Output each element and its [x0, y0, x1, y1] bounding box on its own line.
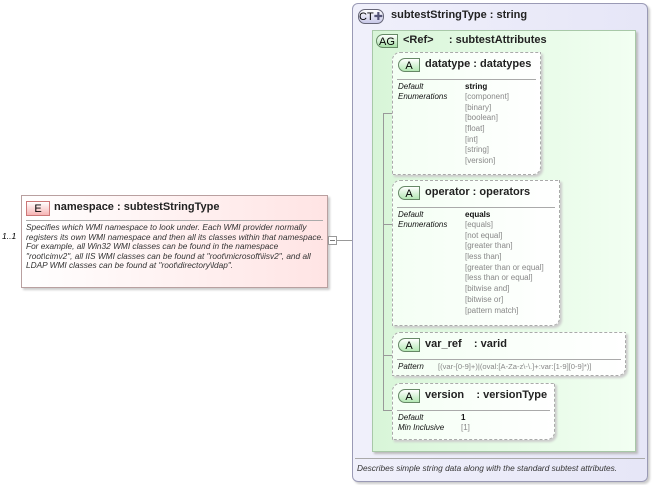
tree-branch: [383, 355, 392, 356]
plus-icon: ✚: [373, 11, 383, 23]
default-label: Default: [398, 413, 424, 422]
attribute-group-title: <Ref> : subtestAttributes: [403, 34, 547, 46]
enum-value: [binary]: [465, 102, 492, 112]
complex-type-description: Describes simple string data along with …: [357, 463, 618, 473]
pattern-label: Pattern: [398, 362, 424, 371]
enum-value: [int]: [465, 134, 478, 144]
divider: [397, 359, 621, 360]
element-title: namespace : subtestStringType: [54, 201, 220, 213]
enum-value: [boolean]: [465, 113, 498, 123]
element-namespace[interactable]: E namespace : subtestStringType Specifie…: [21, 195, 328, 288]
attribute-version[interactable]: A version : versionType Default Min Incl…: [392, 383, 555, 440]
divider: [397, 410, 550, 411]
enum-value: [pattern match]: [465, 305, 519, 315]
attribute-var-ref[interactable]: A var_ref : varid Pattern [(var-[0-9]+)|…: [392, 332, 626, 376]
attribute-badge: A: [398, 58, 420, 72]
tree-branch: [383, 113, 392, 114]
divider: [397, 207, 555, 208]
connector: [337, 240, 352, 241]
attribute-badge: A: [398, 186, 420, 200]
default-value: 1: [461, 413, 466, 422]
enum-value: [string]: [465, 145, 490, 155]
enum-value: [greater than or equal]: [465, 262, 544, 272]
enum-value: [bitwise and]: [465, 284, 510, 294]
attribute-title: operator : operators: [425, 186, 531, 198]
enum-value: [equals]: [465, 220, 494, 229]
attribute-group-badge: AG: [376, 34, 398, 48]
min-inclusive-value: [1]: [461, 423, 470, 432]
enum-list: [equals] [not equal] [greater than] [les…: [465, 220, 544, 316]
collapse-toggle[interactable]: [328, 236, 337, 245]
complex-type-title: subtestStringType : string: [391, 9, 528, 21]
complex-type-badge: CT✚: [358, 9, 384, 24]
divider: [355, 458, 645, 459]
enum-value: [version]: [465, 156, 496, 166]
attribute-badge: A: [398, 338, 420, 352]
divider: [26, 220, 323, 221]
element-badge: E: [26, 201, 50, 216]
default-value: equals: [465, 210, 491, 219]
attribute-badge: A: [398, 389, 420, 403]
enumerations-label: Enumerations: [398, 92, 448, 101]
enumerations-label: Enumerations: [398, 220, 448, 229]
enum-value: [float]: [465, 124, 485, 134]
min-inclusive-label: Min Inclusive: [398, 423, 445, 432]
tree-branch: [383, 224, 392, 225]
attribute-title: var_ref : varid: [425, 338, 507, 350]
enum-value: [greater than]: [465, 241, 513, 251]
enum-value: [less than]: [465, 252, 502, 262]
element-description: Specifies which WMI namespace to look un…: [26, 222, 324, 271]
tree-line: [383, 113, 384, 411]
default-label: Default: [398, 210, 424, 219]
cardinality: 1..1: [2, 231, 17, 241]
enum-value: [bitwise or]: [465, 294, 504, 304]
default-value: string: [465, 82, 488, 91]
divider: [397, 79, 536, 80]
attribute-title: version : versionType: [425, 389, 548, 401]
attribute-operator[interactable]: A operator : operators Default Enumerati…: [392, 180, 560, 326]
enum-list: [component] [binary] [boolean] [float] […: [465, 92, 509, 167]
default-label: Default: [398, 82, 424, 91]
pattern-value: [(var-[0-9]+)|(oval:[A-Za-z\-\.]+:var:[1…: [438, 362, 592, 371]
enum-value: [less than or equal]: [465, 273, 533, 283]
enum-value: [not equal]: [465, 230, 503, 240]
attribute-title: datatype : datatypes: [425, 58, 532, 70]
enum-value: [component]: [465, 92, 510, 101]
attribute-datatype[interactable]: A datatype : datatypes Default Enumerati…: [392, 52, 541, 175]
tree-branch: [383, 410, 392, 411]
